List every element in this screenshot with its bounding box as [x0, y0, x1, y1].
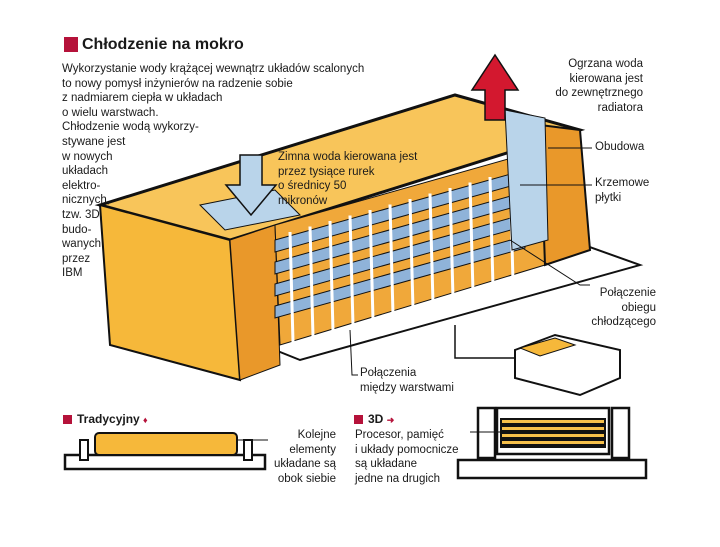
- cooling-tube: [308, 226, 315, 337]
- cold-water-arrow-icon: [224, 154, 278, 217]
- text-line: Chłodzenie wodą wykorzy-: [62, 121, 199, 134]
- hot-water-arrow-icon: [470, 53, 520, 121]
- text-line: budo-: [62, 223, 92, 236]
- traditional-heading: Tradycyjny ♦: [77, 412, 148, 426]
- cooling-tube: [488, 176, 495, 288]
- 3d-text: Procesor, pamięć i układy pomocnicze są uk…: [355, 428, 459, 486]
- traditional-chip-icon: [63, 432, 268, 471]
- cooling-tube: [348, 215, 355, 326]
- silicon-plates-label: Krzemowe płytki: [595, 176, 649, 205]
- text-line: płytki: [595, 191, 622, 204]
- page-title: Chłodzenie na mokro: [82, 36, 244, 53]
- housing-label: Obudowa: [595, 141, 645, 153]
- text-line: i układy pomocnicze: [355, 443, 459, 456]
- text-line: przez: [62, 252, 91, 265]
- text-line: między warstwami: [360, 381, 454, 394]
- text-line: kierowana jest: [569, 72, 643, 85]
- inset-chip-icon: [454, 325, 621, 397]
- title-marker: [64, 37, 78, 52]
- text-line: IBM: [62, 267, 83, 280]
- text-line: tzw. 3D,: [62, 208, 103, 221]
- diamond-icon: ♦: [143, 415, 148, 425]
- text-line: o średnicy 50: [278, 180, 347, 193]
- text-line: są układane: [355, 458, 418, 471]
- silicon-plate: [274, 235, 526, 319]
- 3d-marker: [354, 415, 363, 424]
- text-line: obok siebie: [277, 472, 336, 485]
- cooling-tube: [288, 231, 295, 343]
- text-line: nicznych,: [62, 194, 110, 207]
- text-line: do zewnętrznego: [555, 87, 643, 100]
- hot-water-label: Ogrzana woda kierowana jest do zewnętrzneg…: [505, 57, 643, 115]
- text-line: to nowy pomysł inżynierów na radzenie so…: [62, 77, 293, 90]
- layer-connections-label: Połączenia między warstwami: [360, 366, 454, 395]
- text-line: Połączenia: [360, 367, 417, 379]
- cooling-tube: [468, 182, 475, 293]
- cooling-tube: [368, 209, 375, 321]
- cooling-tube: [328, 220, 335, 332]
- cold-water-label: Zimna woda kierowana jest przez tysiące r…: [278, 150, 417, 208]
- 3d-heading-text: 3D: [368, 412, 384, 426]
- text-line: radiatora: [597, 101, 643, 114]
- text-line: stywane jest: [62, 135, 126, 148]
- traditional-marker: [63, 415, 72, 424]
- cooling-tube: [388, 204, 395, 315]
- text-line: elementy: [289, 443, 336, 456]
- 3d-chip-icon: [456, 406, 648, 480]
- water-channel-right: [504, 109, 549, 251]
- text-line: mikronów: [278, 194, 328, 207]
- arrow-icon: ➜: [386, 415, 395, 425]
- text-line: jedne na drugich: [355, 472, 441, 485]
- text-line: Kolejne: [297, 429, 336, 441]
- cooling-tube: [428, 193, 435, 304]
- text-line: przez tysiące rurek: [278, 165, 375, 178]
- text-line: Krzemowe: [595, 177, 650, 189]
- silicon-layers: [274, 169, 526, 343]
- cooling-connection-leader-line: [509, 239, 590, 286]
- text-line: o wielu warstwach.: [62, 106, 159, 119]
- text-line: Ogrzana woda: [568, 58, 643, 70]
- text-line: chłodzącego: [591, 316, 656, 329]
- text-line: obiegu: [621, 301, 656, 314]
- text-line: w nowych: [62, 150, 113, 163]
- text-line: układach: [62, 165, 109, 178]
- layer-connections-leader-line: [349, 329, 358, 376]
- text-line: Wykorzystanie wody krążącej wewnątrz ukł…: [62, 63, 365, 75]
- traditional-heading-text: Tradycyjny: [77, 412, 140, 426]
- text-line: Procesor, pamięć: [355, 429, 444, 441]
- cooling-tube: [448, 187, 455, 299]
- intro-text: Wykorzystanie wody krążącej wewnątrz ukł…: [62, 62, 364, 281]
- cooling-tube: [408, 198, 415, 310]
- text-line: układane są: [273, 458, 336, 471]
- housing-right: [538, 123, 592, 267]
- cooling-connection-label: Połączenie obiegu chłodzącego: [560, 286, 656, 330]
- text-line: wanych: [62, 238, 101, 251]
- text-line: z nadmiarem ciepła w układach: [62, 92, 223, 105]
- housing-side: [229, 224, 281, 381]
- text-line: Zimna woda kierowana jest: [278, 151, 418, 163]
- text-line: elektro-: [62, 179, 101, 192]
- 3d-heading: 3D ➜: [368, 412, 394, 426]
- text-line: Połączenie: [599, 287, 656, 299]
